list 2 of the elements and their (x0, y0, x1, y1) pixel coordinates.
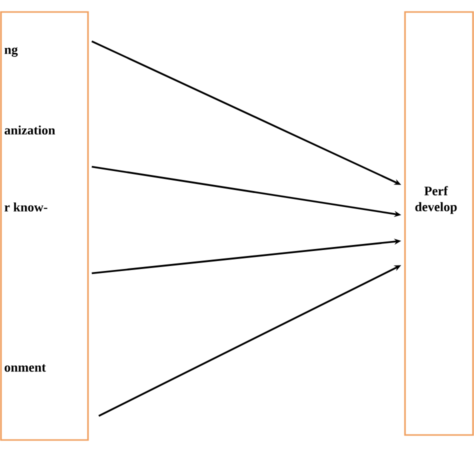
text-box: Perf develop (404, 11, 474, 436)
text-box: ng anization r know- onment (0, 11, 89, 441)
